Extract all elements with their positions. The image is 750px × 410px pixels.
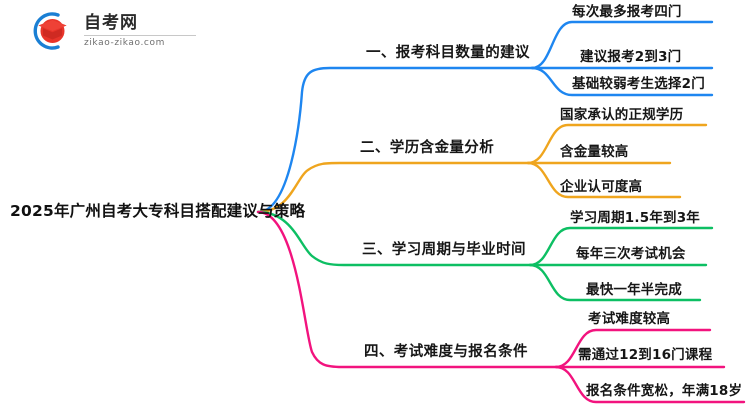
branch-node-2[interactable]: 二、学历含金量分析 bbox=[360, 140, 495, 156]
branch-4-connectors bbox=[256, 210, 746, 404]
leaf-node-2-2[interactable]: 含金量较高 bbox=[560, 144, 629, 160]
leaf-node-1-2[interactable]: 建议报考2到3门 bbox=[580, 49, 682, 65]
leaf-node-3-2[interactable]: 每年三次考试机会 bbox=[576, 246, 686, 262]
leaf-node-1-1[interactable]: 每次最多报考四门 bbox=[572, 4, 682, 20]
branch-node-1[interactable]: 一、报考科目数量的建议 bbox=[366, 45, 530, 61]
root-node[interactable]: 2025年广州自考大专科目搭配建议与策略 bbox=[10, 202, 306, 220]
leaf-node-1-3[interactable]: 基础较弱考生选择2门 bbox=[572, 76, 705, 92]
logo-domain: zikao-zikao.com bbox=[84, 37, 165, 48]
leaf-node-3-1[interactable]: 学习周期1.5年到3年 bbox=[570, 210, 701, 226]
logo-divider bbox=[84, 34, 196, 36]
leaf-node-4-1[interactable]: 考试难度较高 bbox=[588, 311, 671, 327]
site-logo[interactable]: 自考网 zikao-zikao.com bbox=[28, 8, 196, 54]
logo-title: 自考网 bbox=[84, 12, 138, 33]
leaf-node-2-1[interactable]: 国家承认的正规学历 bbox=[560, 107, 684, 123]
branch-node-4[interactable]: 四、考试难度与报名条件 bbox=[364, 344, 528, 360]
branch-2-connectors bbox=[256, 123, 708, 214]
leaf-node-4-2[interactable]: 需通过12到16门课程 bbox=[578, 347, 713, 363]
logo-graduation-cap-icon bbox=[28, 8, 74, 54]
leaf-node-3-3[interactable]: 最快一年半完成 bbox=[586, 282, 682, 298]
leaf-node-2-3[interactable]: 企业认可度高 bbox=[560, 179, 643, 195]
leaf-node-4-3[interactable]: 报名条件宽松，年满18岁 bbox=[586, 383, 743, 399]
branch-node-3[interactable]: 三、学习周期与毕业时间 bbox=[362, 242, 526, 258]
